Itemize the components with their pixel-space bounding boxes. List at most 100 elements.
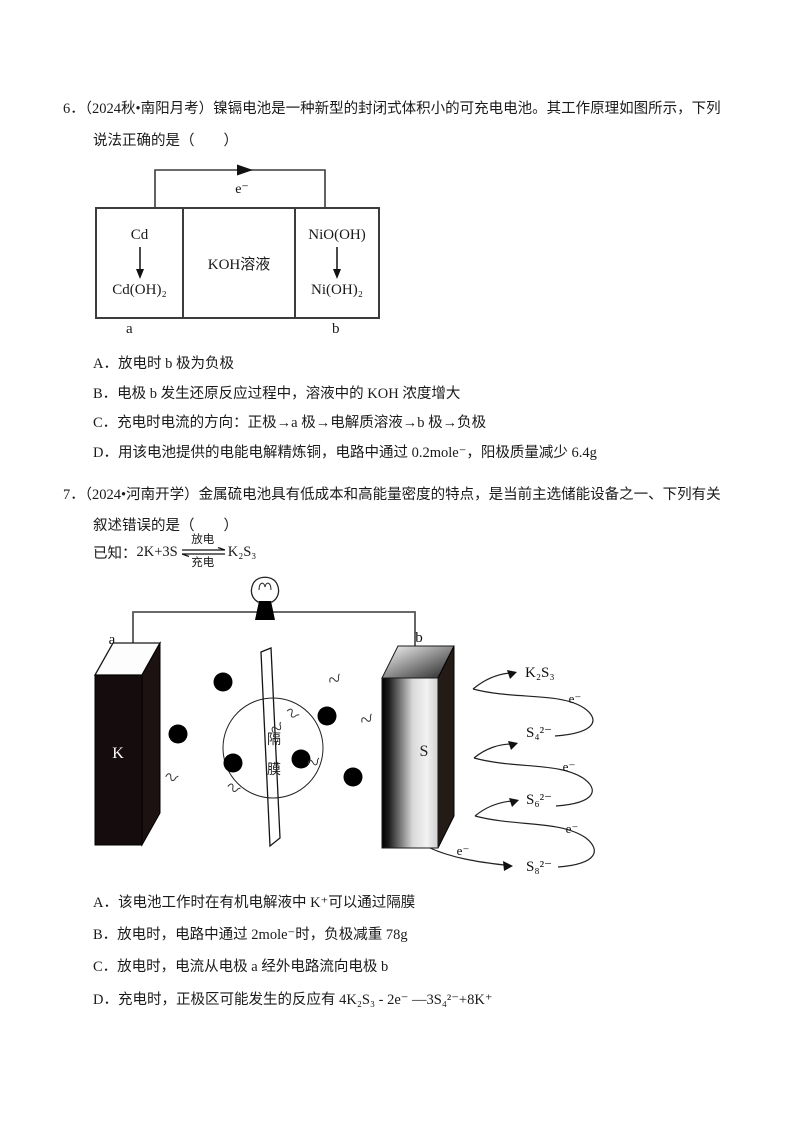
q6-cell-cd-electrode: Cd Cd(OH)₂: [97, 209, 182, 317]
q6-option-a: A．放电时 b 极为负极: [93, 352, 234, 373]
separator-plate: [260, 647, 281, 848]
q6-electron-flow-arrow-icon: [237, 164, 253, 176]
q7-option-a: A．该电池工作时在有机电解液中 K⁺可以通过隔膜: [93, 891, 415, 912]
q7-stem-line2: 叙述错误的是（ ）: [93, 518, 238, 534]
q6-battery-cell-box: Cd Cd(OH)₂ KOH溶液 NiO(OH) Ni(OH)₂: [95, 207, 380, 319]
q6-cell-koh-electrolyte: KOH溶液: [182, 209, 296, 317]
ion-dot: [343, 767, 363, 787]
electron-label: e⁻: [569, 691, 582, 706]
q7-stem-line1: 7．（2024•河南开学）金属硫电池具有低成本和高能量密度的特点，是当前主选储能…: [63, 483, 721, 504]
q7-electrode-a-label: a: [109, 632, 116, 648]
q7-battery-diagram: a b K 隔 膜 S: [93, 576, 595, 875]
forward-arrow: [181, 547, 225, 551]
q7-stem-text: （2024•河南开学）金属硫电池具有低成本和高能量密度的特点，是当前主选储能设备…: [84, 487, 721, 503]
ion-dot: [317, 706, 337, 726]
arrow-head: [333, 269, 341, 279]
q6-cd-label: Cd: [130, 227, 149, 243]
option-letter: D．: [93, 445, 118, 461]
species-s4: S₄²⁻: [526, 725, 552, 741]
q6-electrode-a-label: a: [126, 321, 133, 337]
species-k2s3: K₂S₃: [525, 665, 555, 681]
k-electrode-side-face: [141, 641, 161, 847]
option-text: 充电时电流的方向：正极→a 极→电解质溶液→b 极→负极: [117, 415, 487, 431]
q7-number: 7．: [63, 487, 85, 503]
q7-reversible-arrow-group: 放电 充电: [180, 534, 226, 570]
arrow-head: [503, 861, 513, 871]
reverse-arrow: [181, 553, 225, 557]
electron-label: e⁻: [457, 843, 470, 858]
option-text: 放电时 b 极为负极: [117, 356, 234, 372]
option-letter: A．: [93, 356, 118, 372]
squiggle-icon: [271, 721, 282, 733]
q6-option-c: C．充电时电流的方向：正极→a 极→电解质溶液→b 极→负极: [93, 411, 486, 432]
separator-label-char1: 隔: [267, 732, 281, 748]
option-letter: C．: [93, 415, 118, 431]
q6-option-b: B．电极 b 发生还原反应过程中，溶液中的 KOH 浓度增大: [93, 382, 460, 403]
option-text: 充电时，正极区可能发生的反应有 4K₂S₃ - 2e⁻ —3S₄²⁻+8K⁺: [117, 992, 493, 1008]
bulb-filament: [258, 582, 272, 591]
spiral-arrow-to-s6: [474, 800, 513, 817]
squiggle-icon: [361, 713, 372, 723]
option-letter: B．: [93, 927, 118, 943]
spiral-loop-2: [473, 757, 593, 807]
s-electrode-label: S: [420, 743, 429, 760]
bulb-base: [255, 601, 275, 620]
arrow-head: [135, 269, 144, 279]
reversible-reaction-arrow-icon: [181, 547, 225, 557]
option-text: 电极 b 发生还原反应过程中，溶液中的 KOH 浓度增大: [117, 386, 461, 402]
species-s8: S₈²⁻: [526, 859, 552, 875]
q7-eq-right: K₂S₃: [227, 543, 257, 560]
arrow-head: [508, 741, 518, 750]
q7-option-b: B．放电时，电路中通过 2mole⁻时，负极减重 78g: [93, 923, 408, 944]
bulb-glass-icon: [250, 576, 280, 603]
ion-dot: [213, 672, 233, 692]
squiggle-icon: [286, 708, 300, 718]
q6-cell-nio-electrode: NiO(OH) Ni(OH)₂: [296, 209, 378, 317]
q6-stem-line2: 说法正确的是（ ）: [93, 133, 238, 149]
q7-known-prefix: 已知：: [93, 545, 137, 562]
q7-discharge-label: 放电: [191, 533, 215, 546]
q7-known-equation: 已知： 2K+3S 放电 充电 K₂S₃: [93, 531, 256, 573]
electron-arrow-from-electrode: [429, 847, 505, 866]
q6-stem-line1: 6．（2024秋•南阳月考）镍镉电池是一种新型的封闭式体积小的可充电电池。其工作…: [63, 97, 721, 118]
option-text: 用该电池提供的电能电解精炼铜，电路中通过 0.2mole⁻，阳极质量减少 6.4…: [117, 445, 597, 461]
k-electrode-label: K: [112, 745, 124, 762]
spiral-loop-3: [474, 815, 595, 868]
q6-circuit-wire-diagram: e⁻: [154, 164, 326, 207]
s-electrode-side-face: [437, 645, 455, 849]
s-electrode-front-face: [381, 677, 439, 849]
q6-koh-label: KOH溶液: [207, 256, 271, 273]
ion-dot: [291, 749, 311, 769]
external-circuit-wire: [132, 611, 416, 646]
squiggle-icon: [165, 773, 179, 782]
squiggle-icon: [227, 783, 241, 792]
down-arrow-icon: [135, 247, 144, 279]
option-text: 该电池工作时在有机电解液中 K⁺可以通过隔膜: [117, 895, 416, 911]
arrow-head: [509, 798, 519, 807]
ion-dot: [168, 724, 188, 744]
option-letter: B．: [93, 386, 118, 402]
q6-nioh2-label: Ni(OH)₂: [311, 282, 363, 298]
option-text: 放电时，电流从电极 a 经外电路流向电极 b: [117, 959, 389, 975]
q6-niooh-label: NiO(OH): [308, 227, 366, 243]
spiral-loop-1: [472, 688, 594, 737]
spiral-arrow-to-s4: [473, 743, 512, 759]
k-electrode-front-face: [94, 674, 143, 846]
ion-dot: [223, 753, 243, 773]
q7-eq-left: 2K+3S: [136, 543, 178, 560]
q7-option-c: C．放电时，电流从电极 a 经外电路流向电极 b: [93, 955, 388, 976]
q6-stem-text: （2024秋•南阳月考）镍镉电池是一种新型的封闭式体积小的可充电电池。其工作原理…: [84, 101, 721, 117]
q7-option-d: D．充电时，正极区可能发生的反应有 4K₂S₃ - 2e⁻ —3S₄²⁻+8K⁺: [93, 988, 492, 1009]
q7-charge-label: 充电: [191, 557, 215, 569]
option-letter: C．: [93, 959, 118, 975]
squiggle-icon: [307, 757, 320, 766]
option-letter: A．: [93, 895, 118, 911]
option-letter: D．: [93, 992, 118, 1008]
q6-electrode-b-label: b: [332, 321, 340, 337]
electron-label: e⁻: [563, 759, 576, 774]
separator-label-char2: 膜: [267, 762, 281, 778]
q7-electrode-b-label: b: [415, 630, 423, 646]
species-s6: S₆²⁻: [526, 792, 552, 808]
squiggle-icon: [329, 673, 340, 683]
